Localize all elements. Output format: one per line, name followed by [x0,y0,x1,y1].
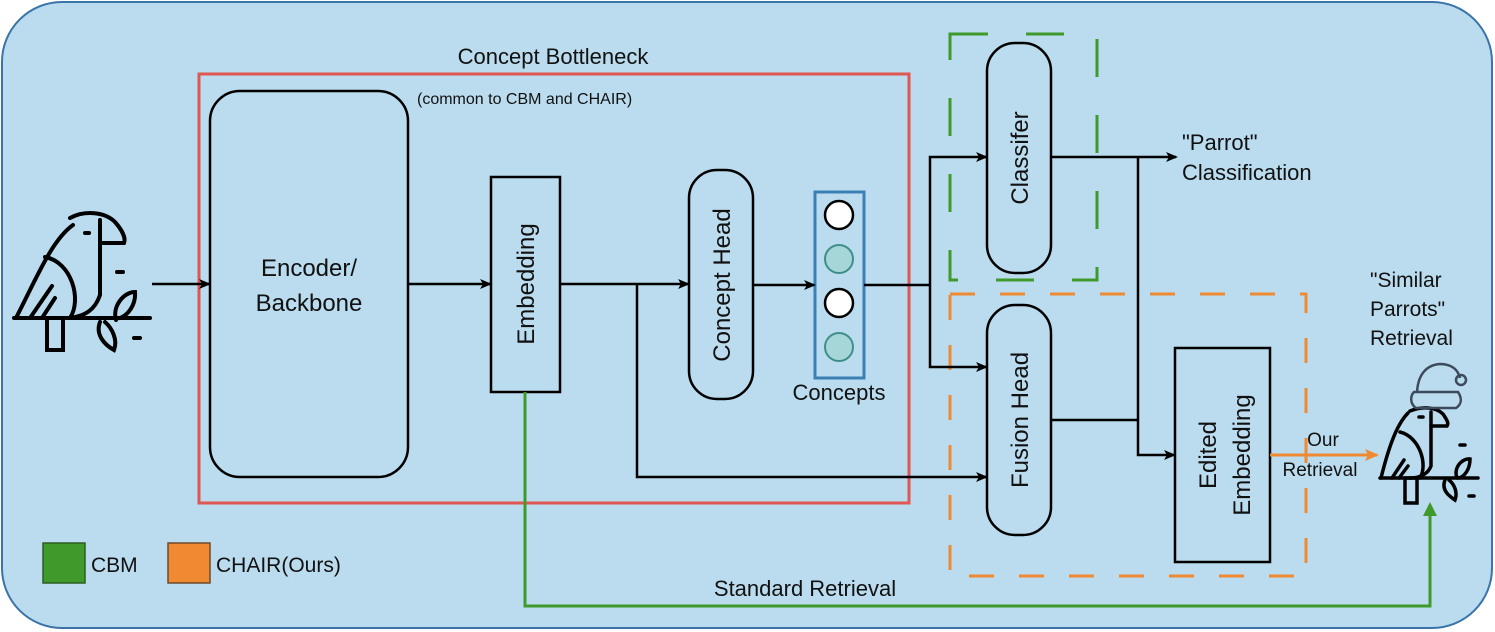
classification-output-line1: "Parrot" [1182,130,1258,155]
concept-node-active [823,287,855,319]
edited-embedding-label-line2: Embedding [1229,394,1256,515]
encoder-label-line2: Backbone [256,290,363,317]
retrieval-output-line2: Parrots" [1370,298,1445,321]
concept-bottleneck-subtitle: (common to CBM and CHAIR) [417,91,632,108]
arrow-concepts-to-classifier [928,152,988,285]
arrow-classifier-to-edited-embedding [1136,157,1176,460]
retrieval-output-line3: Retrieval [1370,327,1453,350]
arrow-embedding-to-fusion-head [635,284,988,482]
legend-swatch-chair [167,542,211,584]
legend-label-chair: CHAIR(Ours) [216,554,341,577]
arrow-standard-retrieval [523,392,1432,608]
concept-node-inactive [824,244,854,274]
chair-fusion-box [948,292,1308,578]
legend-label-cbm: CBM [91,554,138,577]
concept-head-label: Concept Head [709,208,736,361]
our-retrieval-label-line1: Our [1307,430,1339,451]
standard-retrieval-arrowhead [1423,502,1437,516]
connectors [152,152,1178,482]
concept-node-inactive [824,332,854,362]
edited-embedding-label-line1: Edited [1195,421,1222,489]
classification-output-line2: Classification [1182,160,1312,185]
concept-node-active [823,199,855,231]
legend-swatch-cbm [42,542,86,584]
parrot-icon [12,211,152,353]
our-retrieval-label-line2: Retrieval [1283,460,1358,481]
concepts-label: Concepts [793,380,886,405]
cbm-classifier-box [948,32,1099,282]
fusion-head-label: Fusion Head [1007,352,1034,488]
concept-nodes [823,199,855,362]
parrot-with-santa-hat-icon [1378,362,1480,505]
arrow-concepts-to-fusion-head [928,285,988,372]
encoder-label-line1: Encoder/ [261,255,357,282]
embedding-label: Embedding [513,223,540,344]
retrieval-output-line1: "Similar [1370,269,1442,292]
legend: CBM CHAIR(Ours) [42,542,341,584]
classifier-label: Classifer [1007,111,1034,204]
concept-bottleneck-title: Concept Bottleneck [458,44,650,69]
standard-retrieval-label: Standard Retrieval [714,576,896,601]
